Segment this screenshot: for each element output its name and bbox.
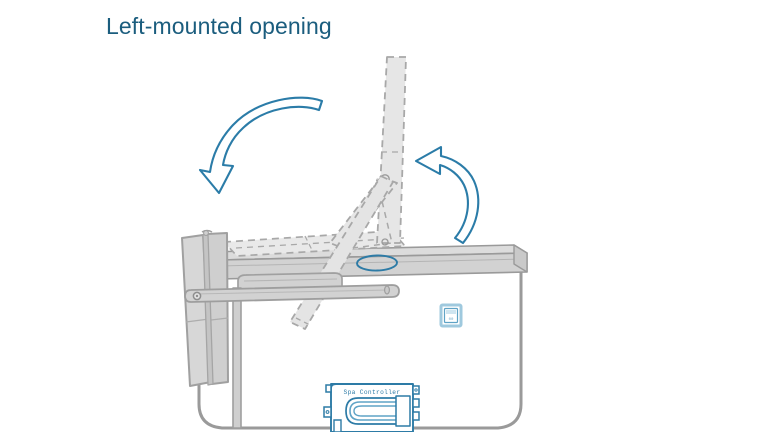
lifter-arm: [184, 284, 400, 303]
arrow-cover-up-left: [414, 145, 480, 245]
spa-controller: Spa Controller: [323, 383, 420, 432]
spa-controller-label: Spa Controller: [344, 389, 401, 396]
page-title: Left-mounted opening: [106, 13, 332, 39]
lifter-arm-end-cap: [384, 285, 391, 295]
control-panel-glyph: 00: [449, 318, 454, 322]
control-panel[interactable]: 00: [439, 303, 463, 328]
cover-folded-left: [181, 229, 229, 387]
arrow-cover-down-left: [198, 96, 324, 195]
drain-ellipse: [356, 254, 398, 272]
lifter-pivot: [192, 291, 202, 301]
